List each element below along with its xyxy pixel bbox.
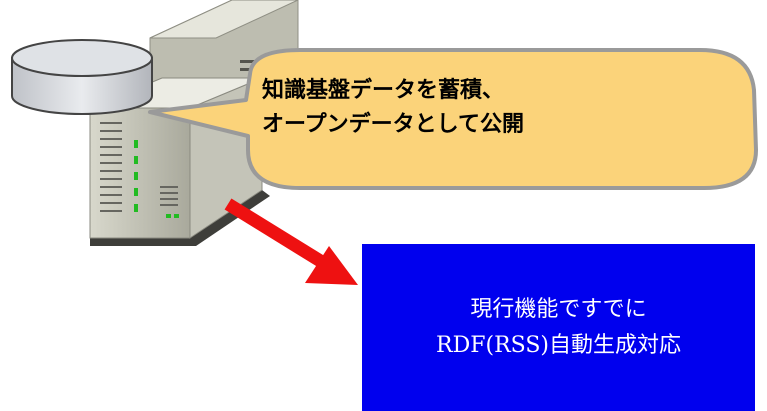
flow-arrow [224, 198, 358, 285]
callout-line-2: オープンデータとして公開 [262, 112, 525, 137]
callout-line-1: 知識基盤データを蓄積、 [262, 78, 505, 103]
callout-bubble [148, 48, 758, 190]
database-cylinder-icon [11, 39, 153, 115]
note-line-2: RDF(RSS)自動生成対応 [436, 332, 681, 358]
callout-text: 知識基盤データを蓄積、 オープンデータとして公開 [262, 74, 732, 142]
rdf-note-box: 現行機能ですでに RDF(RSS)自動生成対応 [362, 244, 755, 411]
note-line-1: 現行機能ですでに [470, 296, 647, 322]
